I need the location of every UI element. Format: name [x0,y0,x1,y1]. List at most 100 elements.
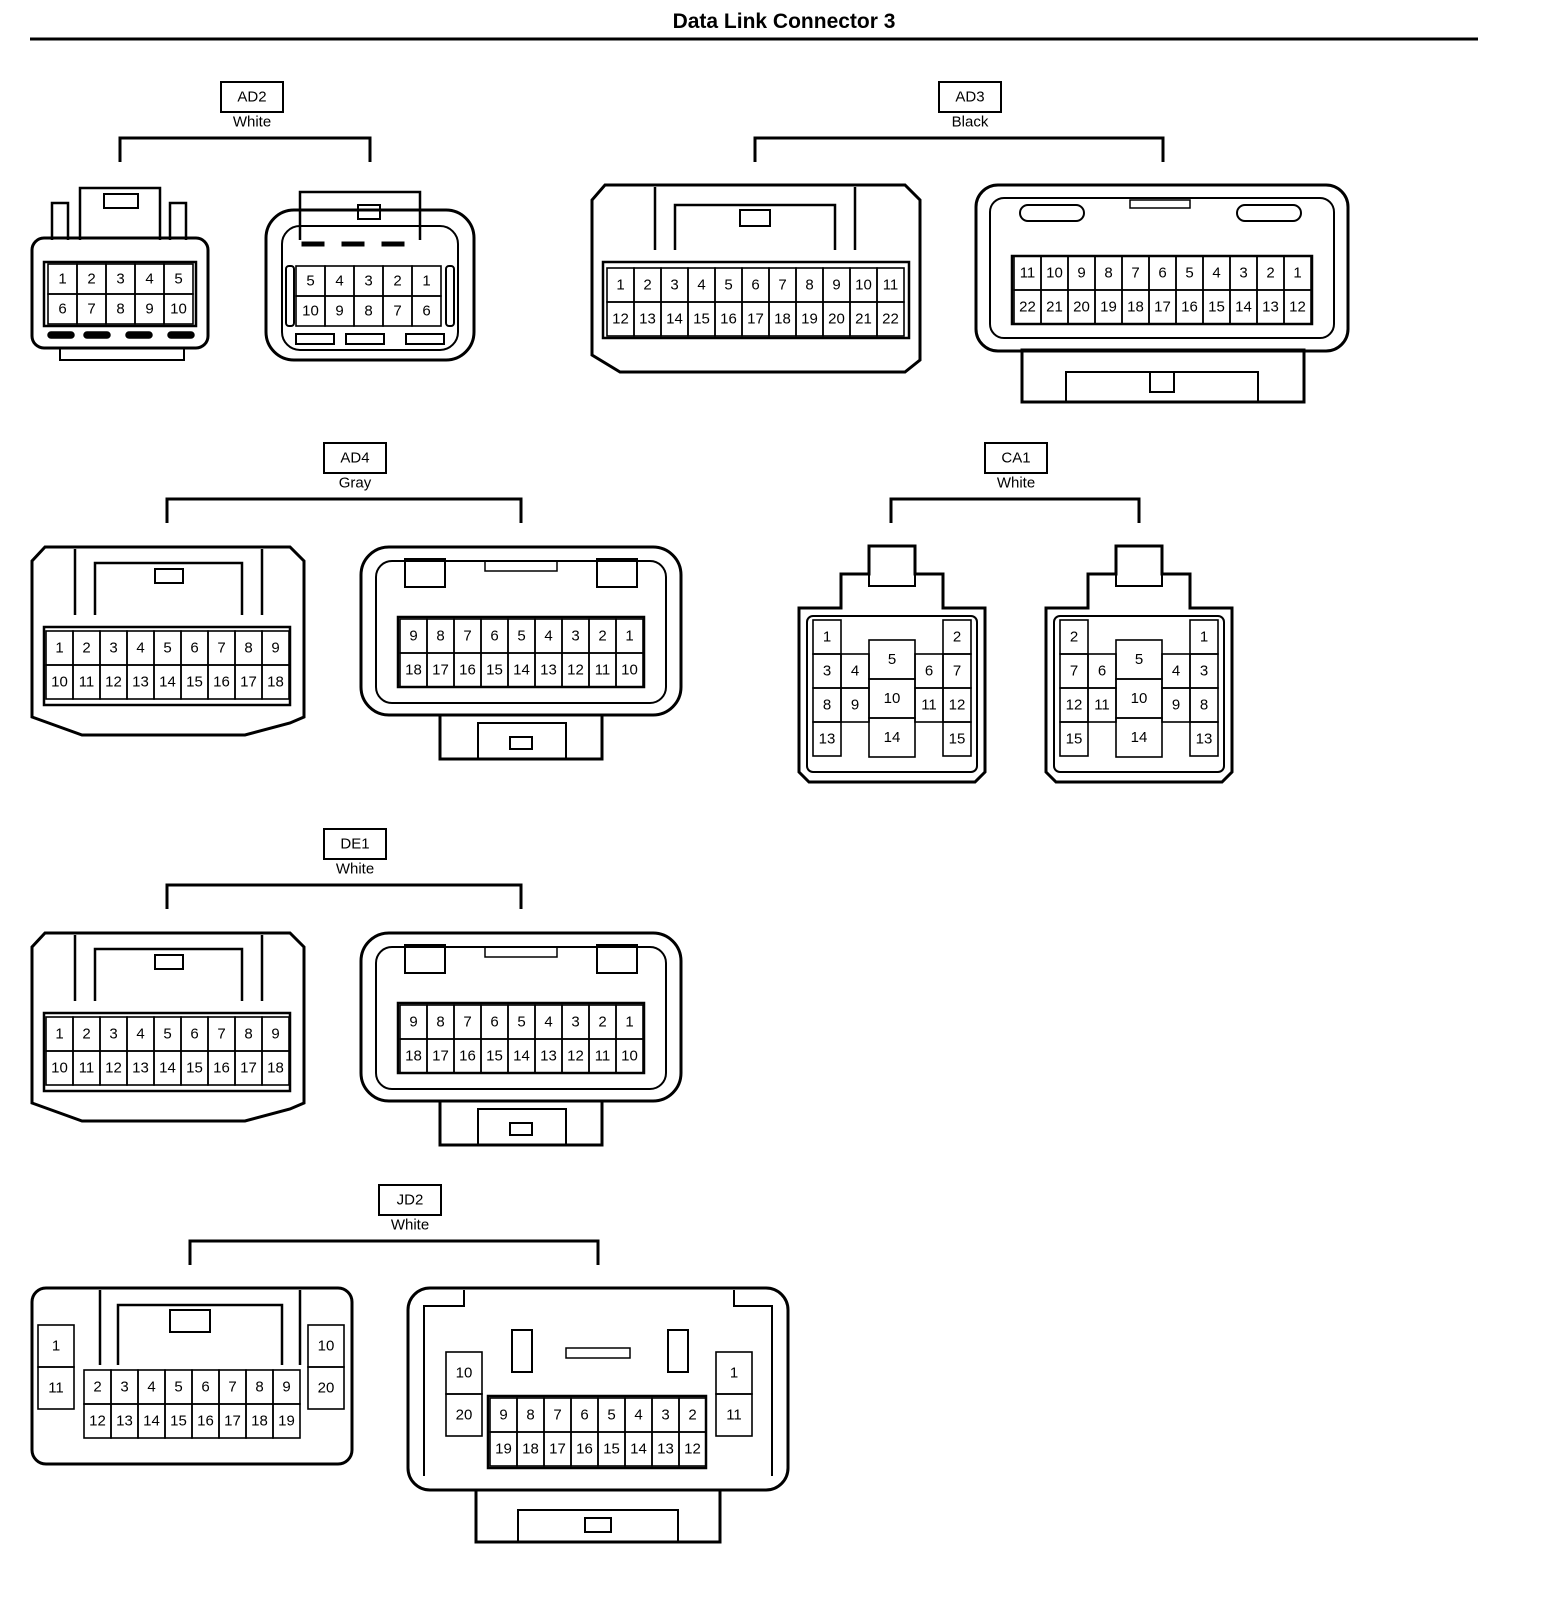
pin-number: 3 [1239,265,1247,282]
pin-number: 2 [393,273,401,290]
latch-tab [484,560,558,572]
housing-inner [806,615,978,773]
pin-number: 16 [197,1413,214,1430]
pin-number: 4 [851,663,859,680]
pin-number: 5 [174,271,182,288]
pin-number: 14 [666,311,683,328]
pin-number: 3 [109,640,117,657]
pin-number: 2 [82,640,90,657]
pin-number: 12 [567,662,584,679]
pin-cell [868,717,916,758]
pin-number: 9 [851,697,859,714]
pin-number: 17 [549,1441,566,1458]
pin-number: 9 [832,277,840,294]
terminal-slot [404,558,446,588]
pin-cell [615,652,644,688]
pin-number: 11 [883,277,899,294]
pin-number: 21 [855,311,872,328]
pin-number: 19 [495,1441,512,1458]
latch-tab [357,204,381,220]
pin-number: 2 [82,1026,90,1043]
pin-number: 18 [267,674,284,691]
pin-number: 14 [513,1048,530,1065]
pin-number: 9 [271,640,279,657]
connector-bracket [889,497,1141,523]
terminal-slot [667,1329,689,1373]
pin-number: 20 [318,1380,335,1397]
pin-number: 15 [486,1048,503,1065]
pin-number: 5 [306,273,314,290]
pin-number: 4 [1212,265,1220,282]
pin-cell [942,721,972,757]
pin-number: 13 [639,311,656,328]
pin-number: 6 [190,640,198,657]
pin-number: 22 [1019,299,1036,316]
pin-number: 7 [87,301,95,318]
pin-number: 6 [58,301,66,318]
connector-color: Gray [339,475,372,492]
pin-number: 5 [517,628,525,645]
pin-number: 14 [513,662,530,679]
housing-latch [98,1290,302,1365]
pin-number: 3 [823,663,831,680]
terminal-slot [404,944,446,974]
pin-number: 9 [409,628,417,645]
pin-number: 11 [1094,697,1110,714]
connector-bracket [188,1239,600,1265]
latch-tab [739,209,771,227]
pin-number: 2 [1266,265,1274,282]
pin-cell [1189,721,1219,757]
pin-number: 8 [526,1407,534,1424]
pin-number: 14 [143,1413,160,1430]
pin-number: 9 [335,303,343,320]
pin-number: 19 [801,311,818,328]
pin-number: 5 [163,640,171,657]
page-title: Data Link Connector 3 [672,10,896,33]
pin-number: 6 [580,1407,588,1424]
pin-number: 20 [456,1407,473,1424]
latch-tab [169,1309,211,1333]
pin-number: 14 [159,674,176,691]
pin-number: 8 [805,277,813,294]
pin-number: 3 [670,277,678,294]
pin-number: 5 [724,277,732,294]
pin-number: 13 [540,1048,557,1065]
pin-number: 9 [1172,697,1180,714]
pin-number: 8 [1104,265,1112,282]
terminal-slot [301,241,325,247]
pin-number: 11 [726,1407,742,1424]
pin-number: 20 [1073,299,1090,316]
pin-number: 1 [52,1338,60,1355]
housing [264,208,476,362]
pin-number: 15 [486,662,503,679]
pin-number: 4 [1172,663,1180,680]
pin-number: 1 [616,277,624,294]
pin-number: 3 [109,1026,117,1043]
pin-cell [715,1393,753,1437]
terminal-slot [167,331,195,339]
pin-number: 7 [953,663,961,680]
terminal-slot [345,333,385,345]
pin-number: 2 [1070,629,1078,646]
pin-cell [445,1393,483,1437]
pin-cell [1115,717,1163,758]
pin-number: 2 [93,1379,101,1396]
pin-number: 17 [224,1413,241,1430]
pin-number: 13 [1196,731,1213,748]
pin-number: 2 [688,1407,696,1424]
pin-number: 10 [456,1365,473,1382]
pin-number: 5 [607,1407,615,1424]
pin-number: 1 [55,640,63,657]
